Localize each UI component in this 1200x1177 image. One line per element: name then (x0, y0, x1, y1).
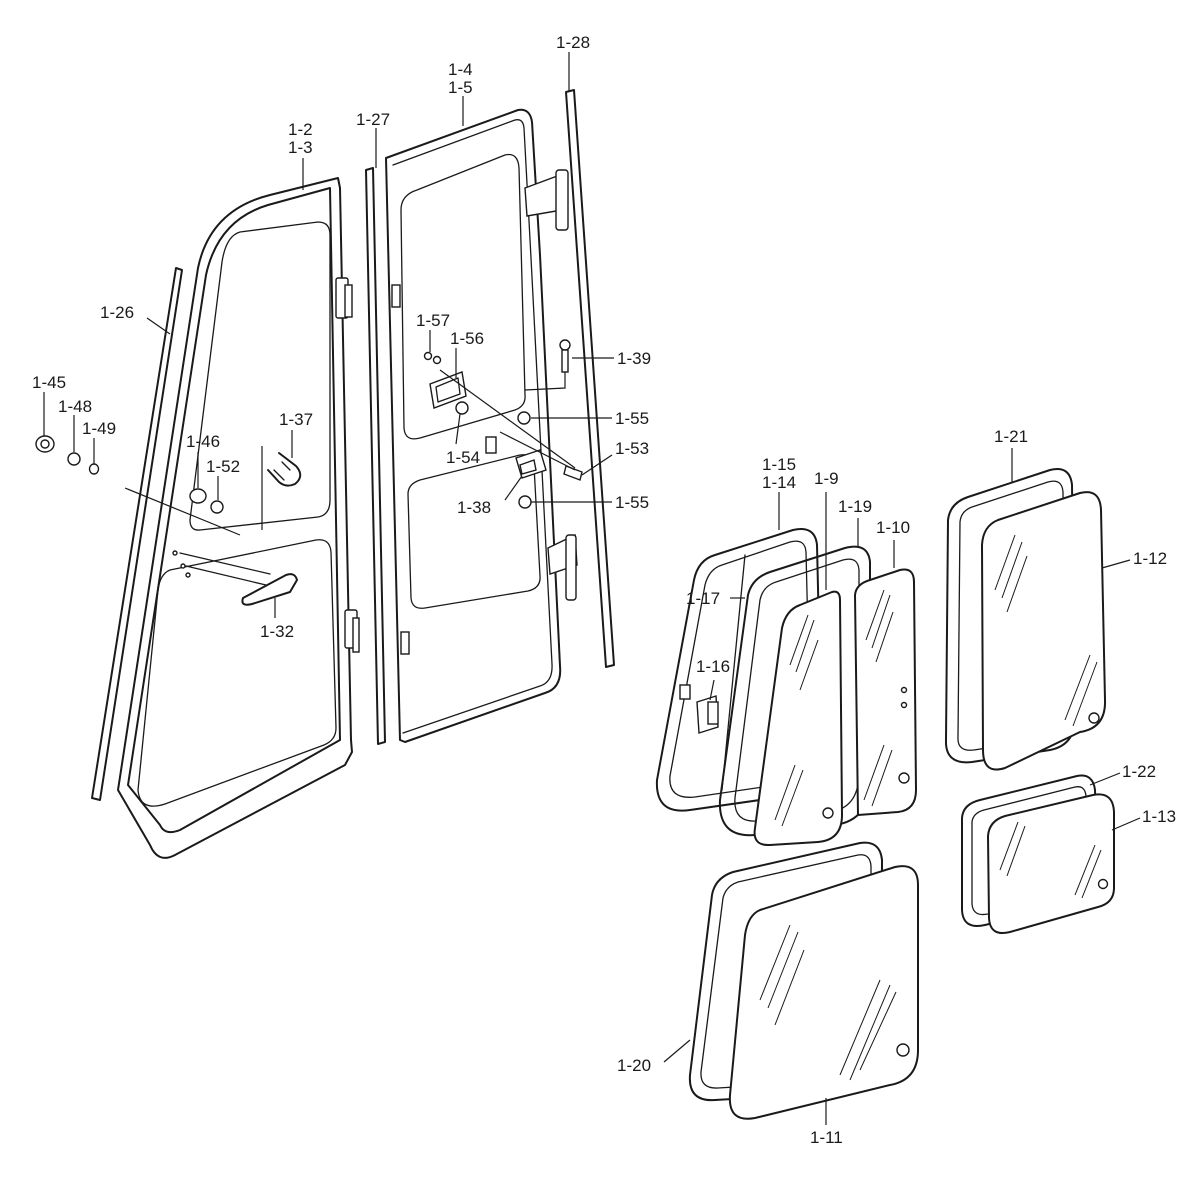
label-1-53: 1-53 (615, 439, 649, 458)
label-1-55-lower: 1-55 (615, 493, 649, 512)
part-bushing-1-46 (189, 488, 207, 504)
label-1-20: 1-20 (617, 1056, 651, 1075)
part-u-bolt-1-37 (267, 452, 302, 487)
part-glass-1-10 (854, 568, 917, 816)
part-bolt-1-53 (563, 465, 583, 481)
label-1-3: 1-3 (288, 138, 313, 157)
label-1-16: 1-16 (696, 657, 730, 676)
label-1-52: 1-52 (206, 457, 240, 476)
label-1-56: 1-56 (450, 329, 484, 348)
part-glass-1-9 (753, 590, 843, 847)
label-1-10: 1-10 (876, 518, 910, 537)
label-1-2: 1-2 (288, 120, 313, 139)
part-latch-plate-1-56 (429, 371, 467, 409)
label-1-21: 1-21 (994, 427, 1028, 446)
label-1-15: 1-15 (762, 455, 796, 474)
label-1-11: 1-11 (810, 1128, 843, 1147)
label-1-45: 1-45 (32, 373, 66, 392)
part-glass-1-13 (987, 793, 1115, 934)
part-latch-1-16 (696, 695, 719, 734)
part-pin-1-39 (559, 339, 571, 373)
label-1-12: 1-12 (1133, 549, 1167, 568)
label-1-46: 1-46 (186, 432, 220, 451)
part-door-1-4 (385, 108, 578, 743)
label-1-4: 1-4 (448, 60, 473, 79)
label-1-14: 1-14 (762, 473, 796, 492)
part-handle-1-32 (172, 550, 298, 606)
label-1-32: 1-32 (260, 622, 294, 641)
part-weatherstrip-1-27 (365, 167, 386, 745)
label-1-48: 1-48 (58, 397, 92, 416)
label-1-28: 1-28 (556, 33, 590, 52)
part-nut-1-52 (210, 500, 224, 514)
label-1-54: 1-54 (446, 448, 480, 467)
part-washer-1-48 (67, 452, 81, 466)
part-striker-1-38 (485, 436, 547, 479)
label-1-22: 1-22 (1122, 762, 1156, 781)
label-1-55-upper: 1-55 (615, 409, 649, 428)
part-washer-1-49 (88, 463, 100, 475)
part-door-frame-1-2 (117, 177, 360, 859)
label-1-17: 1-17 (686, 589, 720, 608)
label-1-5: 1-5 (448, 78, 473, 97)
part-labels: 1-2 1-3 1-4 1-5 1-28 1-27 1-26 1-45 1-48… (32, 33, 1176, 1147)
label-1-27: 1-27 (356, 110, 390, 129)
part-nut-1-55-lower (518, 495, 532, 509)
part-nut-1-54 (455, 401, 469, 415)
label-1-37: 1-37 (279, 410, 313, 429)
label-1-13: 1-13 (1142, 807, 1176, 826)
label-1-9: 1-9 (814, 469, 839, 488)
part-screws-1-57 (423, 351, 442, 365)
label-1-19: 1-19 (838, 497, 872, 516)
part-glass-1-11 (728, 865, 919, 1120)
label-1-57: 1-57 (416, 311, 450, 330)
label-1-26: 1-26 (100, 303, 134, 322)
part-fastener-1-45 (35, 435, 55, 453)
label-1-49: 1-49 (82, 419, 116, 438)
leader-lines (43, 52, 1141, 1125)
part-weatherstrip-1-28 (565, 89, 615, 668)
part-nut-1-55-upper (517, 411, 531, 425)
part-glass-1-12 (981, 491, 1107, 771)
part-weatherstrip-1-26 (91, 267, 183, 801)
label-1-38: 1-38 (457, 498, 491, 517)
label-1-39: 1-39 (617, 349, 651, 368)
